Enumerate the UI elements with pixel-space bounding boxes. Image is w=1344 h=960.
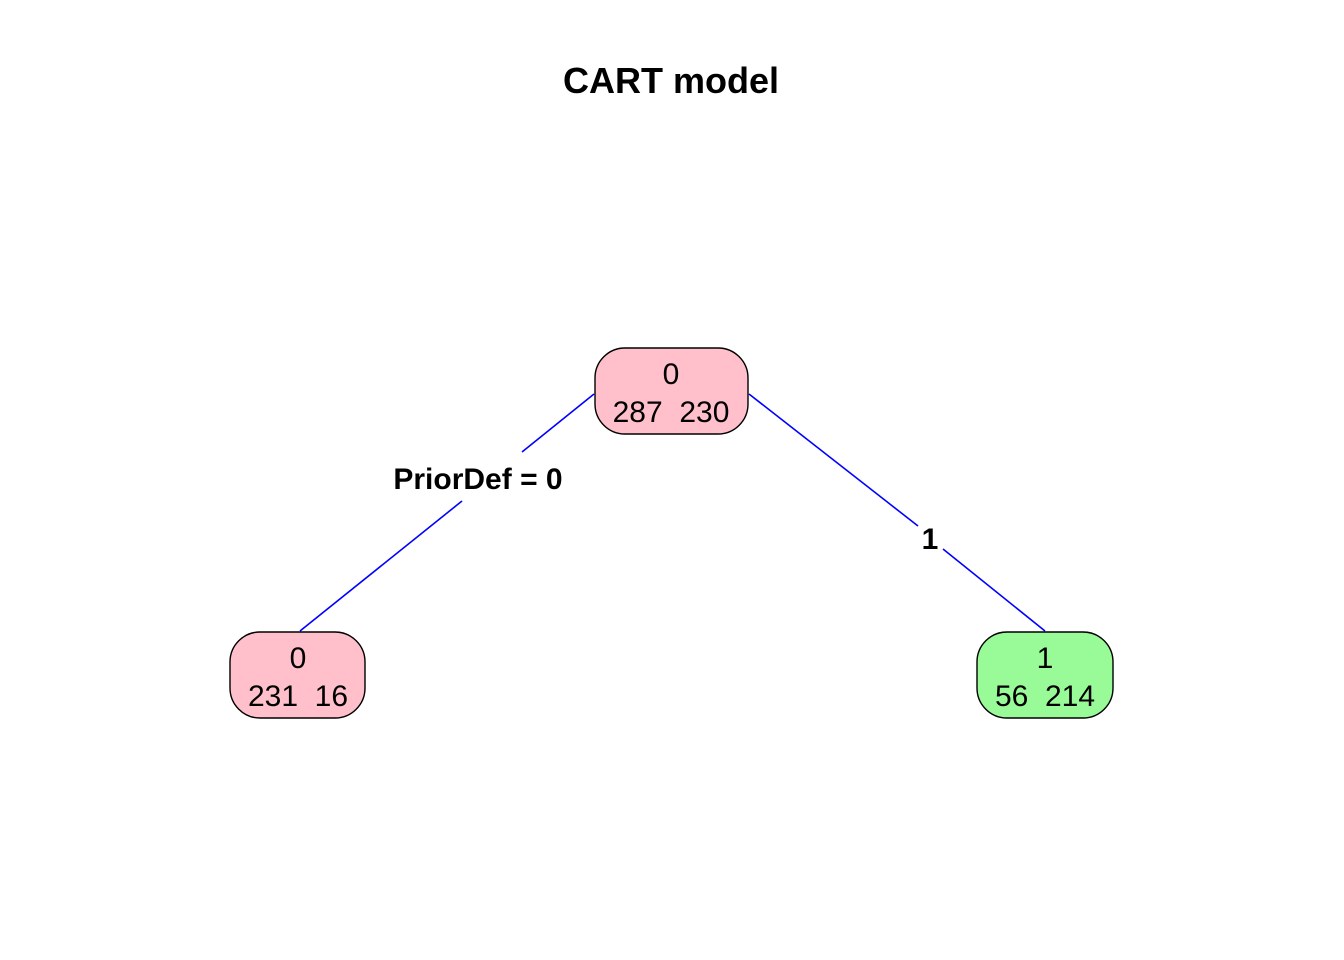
node-counts-right: 56 214 <box>995 680 1095 713</box>
edge-root-right-upper <box>748 393 919 527</box>
plot-title: CART model <box>563 60 779 101</box>
node-box-left <box>229 631 366 719</box>
node-counts-root: 287 230 <box>613 396 730 429</box>
node-box-root <box>594 347 749 435</box>
node-counts-left: 231 16 <box>248 680 348 713</box>
split-label-left: PriorDef = 0 <box>393 463 562 496</box>
tree-node-root: 0 287 230 <box>594 347 749 435</box>
node-class-right: 1 <box>1037 642 1054 675</box>
edge-root-left-lower <box>299 500 463 632</box>
node-class-root: 0 <box>663 358 680 391</box>
edge-root-right-lower <box>942 548 1046 632</box>
node-class-left: 0 <box>290 642 307 675</box>
edge-root-left-upper <box>521 393 595 453</box>
split-label-right: 1 <box>922 523 939 556</box>
tree-node-left-leaf: 0 231 16 <box>229 631 366 719</box>
node-box-right <box>976 631 1114 719</box>
tree-node-right-leaf: 1 56 214 <box>976 631 1114 719</box>
